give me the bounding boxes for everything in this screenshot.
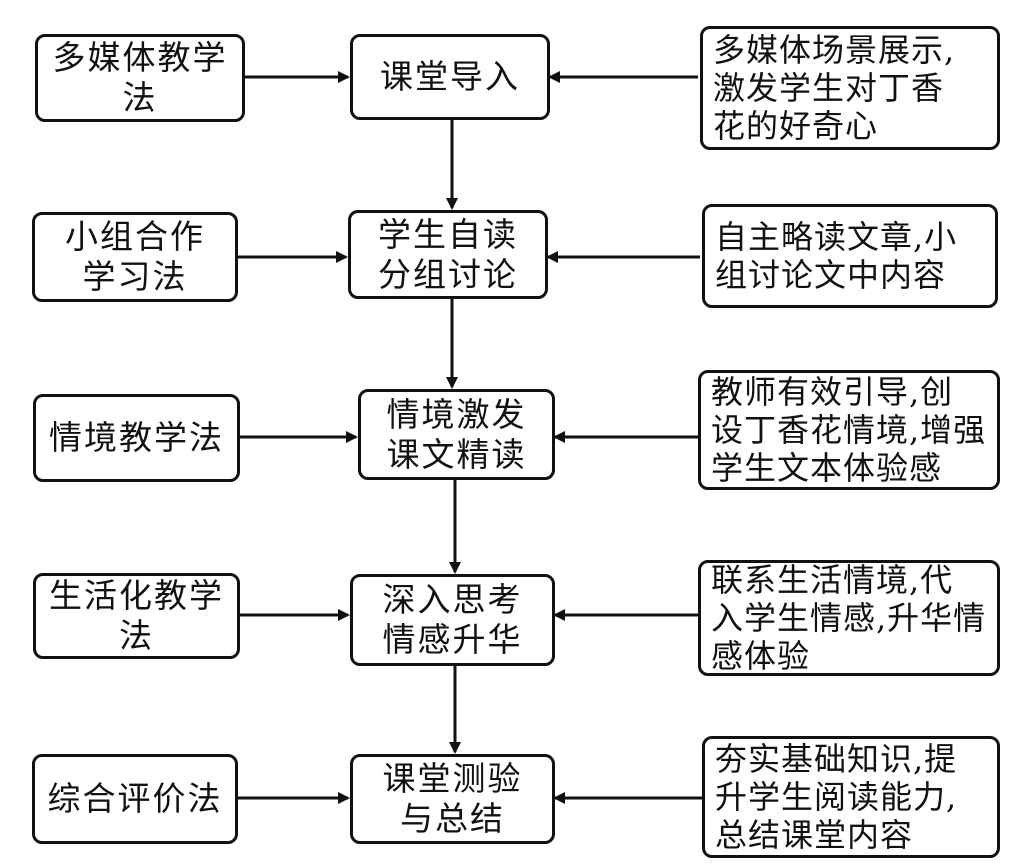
method-label: 综合评价法 xyxy=(47,779,223,818)
description-box-5: 夯实基础知识,提 升学生阅读能力, 总结课堂内容 xyxy=(702,736,1000,858)
stage-label: 课堂测验 与总结 xyxy=(382,759,523,838)
method-box-5: 综合评价法 xyxy=(32,754,238,844)
description-box-2: 自主略读文章,小 组讨论文中内容 xyxy=(702,204,998,308)
method-box-2: 小组合作 学习法 xyxy=(32,212,238,302)
description-text: 夯实基础知识,提 升学生阅读能力, 总结课堂内容 xyxy=(715,740,958,854)
description-text: 教师有效引导,创 设丁香花情境,增强 学生文本体验感 xyxy=(711,373,987,487)
method-label: 生活化教学法 xyxy=(49,576,224,655)
stage-box-1: 课堂导入 xyxy=(350,34,550,120)
method-label: 情境教学法 xyxy=(49,418,224,457)
description-box-4: 联系生活情境,代 入学生情感,升华情 感体验 xyxy=(698,560,1000,676)
description-box-3: 教师有效引导,创 设丁香花情境,增强 学生文本体验感 xyxy=(698,370,1000,490)
description-text: 自主略读文章,小 组讨论文中内容 xyxy=(715,218,958,294)
description-text: 联系生活情境,代 入学生情感,升华情 感体验 xyxy=(711,561,987,675)
method-label: 多媒体教学法 xyxy=(52,38,228,117)
method-box-3: 情境教学法 xyxy=(33,394,240,482)
description-text: 多媒体场景展示, 激发学生对丁香 花的好奇心 xyxy=(713,31,956,145)
stage-label: 情境激发 课文精读 xyxy=(386,394,527,474)
description-box-1: 多媒体场景展示, 激发学生对丁香 花的好奇心 xyxy=(700,26,1000,150)
stage-label: 课堂导入 xyxy=(380,57,520,96)
stage-label: 深入思考 情感升华 xyxy=(382,580,523,659)
stage-label: 学生自读 分组讨论 xyxy=(378,214,518,294)
stage-box-5: 课堂测验 与总结 xyxy=(350,754,555,844)
stage-box-4: 深入思考 情感升华 xyxy=(350,574,555,666)
method-box-1: 多媒体教学法 xyxy=(35,34,245,122)
method-label: 小组合作 学习法 xyxy=(65,217,205,296)
stage-box-3: 情境激发 课文精读 xyxy=(358,389,555,480)
stage-box-2: 学生自读 分组讨论 xyxy=(348,210,548,299)
method-box-4: 生活化教学法 xyxy=(33,573,240,659)
